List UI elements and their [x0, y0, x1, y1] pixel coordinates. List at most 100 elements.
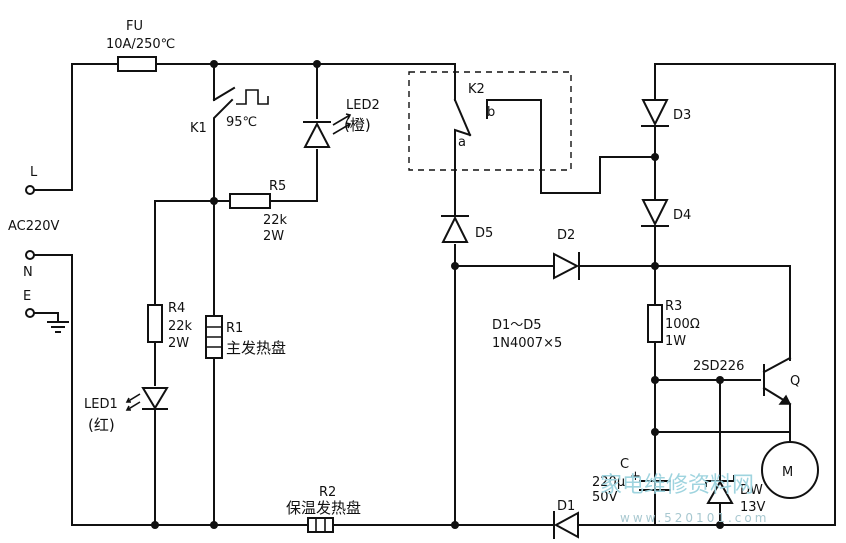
- d2-symbol: [553, 252, 580, 280]
- watermark-text: 家电维修资料网: [600, 473, 754, 498]
- k1-temp-curve: [236, 89, 269, 105]
- terminal-e: [25, 308, 35, 318]
- junction-6: [451, 262, 459, 270]
- junction-1: [210, 60, 218, 68]
- label-q: Q: [790, 374, 800, 389]
- terminal-l: [25, 185, 35, 195]
- wire-line-n: [33, 254, 73, 526]
- junction-3: [210, 197, 218, 205]
- label-d2: D2: [557, 228, 575, 243]
- wire-top-to-k2: [316, 63, 456, 101]
- r2-symbol: [307, 517, 334, 533]
- q-collector: [762, 356, 792, 374]
- label-led2: LED2: [346, 98, 380, 113]
- label-r3-value: 100Ω: [665, 317, 700, 332]
- label-r1-desc: 主发热盘: [226, 339, 286, 357]
- wire-d2-node: [579, 265, 791, 361]
- label-transistor-type: 2SD226: [693, 359, 744, 374]
- r5-symbol: [229, 193, 271, 209]
- label-r2-desc: 保温发热盘: [286, 499, 361, 517]
- junction-5: [210, 521, 218, 529]
- label-d5: D5: [475, 226, 493, 241]
- wire-right-outer: [654, 63, 836, 526]
- label-r3: R3: [665, 299, 682, 314]
- label-k2-b: b: [487, 105, 495, 120]
- label-d1: D1: [557, 499, 575, 514]
- junction-11: [716, 376, 724, 384]
- junction-10: [651, 376, 659, 384]
- label-r5: R5: [269, 179, 286, 194]
- r2-segments: [315, 518, 326, 532]
- k1-switch-lower: [213, 98, 234, 129]
- label-r1: R1: [226, 321, 243, 336]
- wire-emitter-motor: [654, 431, 791, 441]
- k2-contact-a: [454, 128, 472, 141]
- label-c: C: [620, 457, 629, 472]
- label-led2-color: (橙): [344, 116, 371, 134]
- label-dw-voltage: 13V: [740, 500, 766, 515]
- wire-line-e: [33, 312, 59, 323]
- label-terminal-e: E: [23, 289, 31, 304]
- label-k2: K2: [468, 82, 485, 97]
- led1-ray-1: [125, 401, 141, 411]
- junction-8: [651, 153, 659, 161]
- junction-12: [651, 428, 659, 436]
- led2-ray-1: [332, 113, 352, 126]
- fuse-symbol: [117, 56, 157, 72]
- label-k1-temp: 95℃: [226, 115, 257, 130]
- label-r5-value: 22k: [263, 213, 288, 228]
- label-c-value: 220μ: [592, 475, 625, 490]
- k2-switch-blade: [453, 98, 472, 137]
- label-r2: R2: [319, 485, 336, 500]
- led2-ray-2: [332, 122, 352, 135]
- r3-symbol: [647, 304, 663, 343]
- led1-symbol: [141, 387, 169, 410]
- wire-led2-r5: [269, 149, 318, 202]
- label-r4: R4: [168, 301, 185, 316]
- wire-r5-r4: [154, 200, 231, 306]
- watermark-url: www.520101.com: [620, 511, 769, 525]
- q-emitter-arrow: [778, 394, 792, 405]
- r1-segments: [206, 326, 222, 348]
- label-r4-value: 22k: [168, 319, 193, 334]
- label-r4-power: 2W: [168, 336, 189, 351]
- d5-symbol: [441, 215, 469, 243]
- label-terminal-l: L: [30, 165, 38, 180]
- led2-symbol: [303, 121, 331, 148]
- r4-symbol: [147, 304, 163, 343]
- label-diodes-note: D1～D5: [492, 318, 542, 333]
- d4-symbol: [641, 199, 669, 227]
- label-k1: K1: [190, 121, 207, 136]
- label-r3-power: 1W: [665, 334, 686, 349]
- terminal-n: [25, 250, 35, 260]
- label-led1-color: (红): [88, 416, 115, 434]
- led1-ray-2: [125, 393, 141, 403]
- junction-9: [651, 262, 659, 270]
- label-k2-a: a: [458, 135, 466, 150]
- wire-line-l: [33, 63, 119, 191]
- k2-relay-box: [408, 71, 572, 171]
- label-d3: D3: [673, 108, 691, 123]
- wire-k2b-to-d3d4: [486, 99, 656, 194]
- label-fu: FU: [126, 19, 143, 34]
- junction-13: [716, 521, 724, 529]
- junction-4: [151, 521, 159, 529]
- label-motor: M: [782, 465, 793, 480]
- label-diodes-type: 1N4007×5: [492, 336, 562, 351]
- junction-2: [313, 60, 321, 68]
- d3-symbol: [641, 99, 669, 127]
- dw-bar: [705, 475, 735, 487]
- d1-symbol: [553, 511, 579, 539]
- label-dw: DW: [740, 483, 763, 498]
- label-r5-power: 2W: [263, 229, 284, 244]
- label-ac220v: AC220V: [8, 219, 60, 234]
- label-fu-rating: 10A/250℃: [106, 37, 175, 52]
- k1-switch-blade: [212, 86, 236, 102]
- label-d4: D4: [673, 208, 691, 223]
- ground-symbol: [47, 321, 69, 333]
- label-terminal-n: N: [23, 265, 33, 280]
- label-led1: LED1: [84, 397, 118, 412]
- label-c-plus: +: [630, 469, 641, 484]
